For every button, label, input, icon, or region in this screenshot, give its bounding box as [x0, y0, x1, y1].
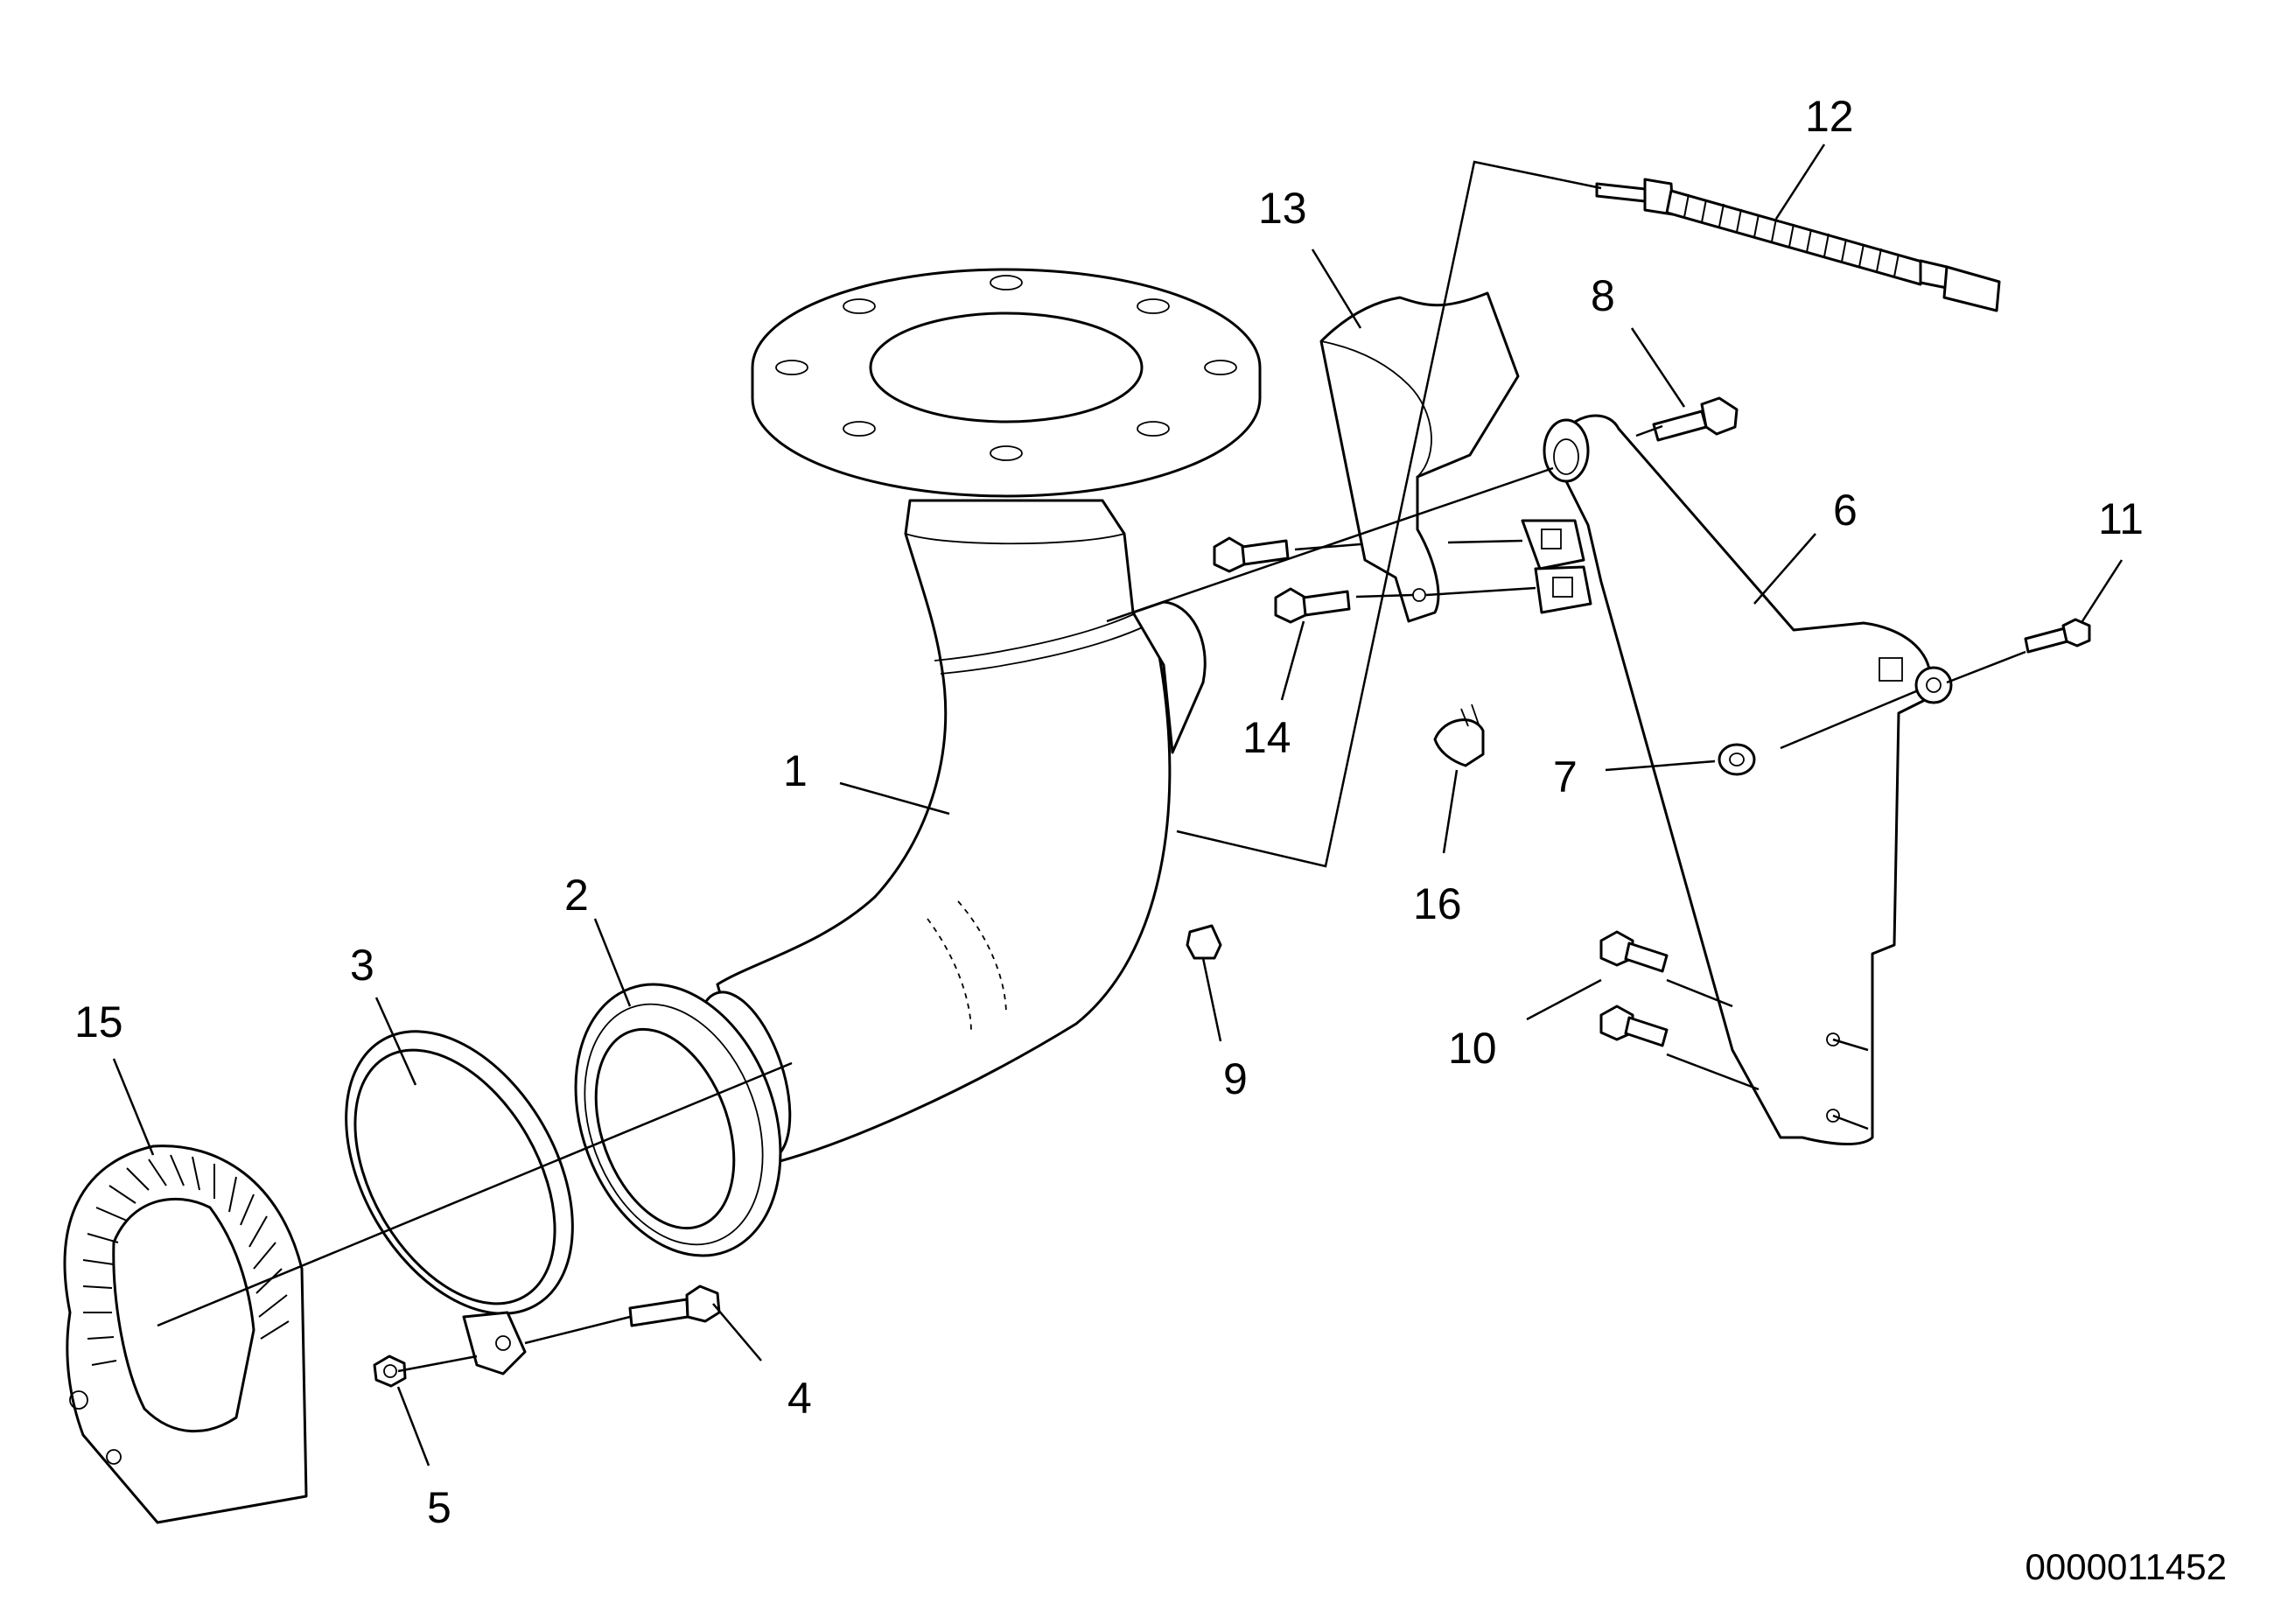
callout-3: 3: [350, 941, 374, 990]
screw: [2024, 618, 2091, 654]
callout-1: 1: [783, 746, 808, 795]
callout-12: 12: [1805, 92, 1854, 141]
mounting-bracket: [1521, 414, 1953, 1145]
sensor-shield-plate: [1319, 291, 1520, 623]
hex-nut: [373, 1354, 407, 1388]
plug: [1186, 924, 1222, 960]
shield-bolts: [1213, 536, 1351, 624]
callout-13: 13: [1258, 184, 1307, 233]
callout-6: 6: [1833, 486, 1858, 535]
heat-shield: [63, 1144, 308, 1524]
flange-bolt-holes: [775, 275, 1237, 461]
callout-5: 5: [427, 1483, 451, 1532]
bracket-bolts-lower: [1599, 930, 1669, 1047]
callout-9: 9: [1223, 1054, 1248, 1103]
temperature-sensor: [1595, 178, 2001, 312]
cable-clip: [1433, 704, 1485, 767]
callout-7: 7: [1553, 752, 1578, 802]
callout-11: 11: [2098, 494, 2144, 543]
callout-leaders: [112, 144, 2124, 1466]
clamp-bolt: [628, 1284, 721, 1327]
document-number: 0000011452: [2026, 1546, 2227, 1587]
callout-14: 14: [1242, 713, 1291, 762]
bracket-bolt-upper: [1652, 396, 1739, 442]
exhaust-elbow-pipe: [696, 268, 1262, 1166]
washer: [1718, 743, 1756, 776]
assembly-lines: [157, 160, 2026, 1373]
callout-2: 2: [564, 871, 589, 920]
callout-15: 15: [74, 998, 123, 1046]
v-band-clamp: [345, 1030, 574, 1376]
callout-8: 8: [1591, 271, 1615, 320]
callout-16: 16: [1413, 879, 1462, 928]
callout-4: 4: [787, 1374, 812, 1423]
callout-10: 10: [1448, 1024, 1497, 1073]
callout-labels: 1 2 3 4 5 6 7 8 9 10 11 12 13 14 15 16: [74, 92, 2144, 1532]
gasket-ring: [574, 983, 782, 1257]
